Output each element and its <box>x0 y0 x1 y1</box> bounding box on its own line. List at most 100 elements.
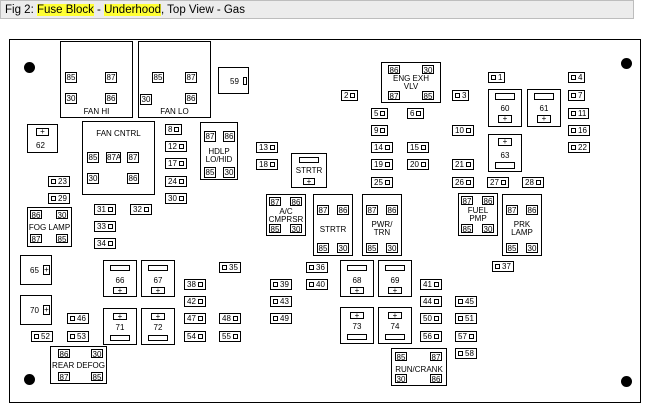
mini-fuse-34: 34 <box>94 238 116 249</box>
mini-fuse-48: 48 <box>219 313 241 324</box>
relay-label: TRN <box>373 228 391 237</box>
fuse-terminal <box>197 282 203 287</box>
fuse-terminal <box>51 179 56 184</box>
maxi-fuse-59: 59 <box>218 67 249 94</box>
fuse-number: 69 <box>390 276 400 285</box>
fuse-number: 54 <box>187 332 196 341</box>
relay-label: LAMP <box>511 228 533 237</box>
fuse-number: 14 <box>374 143 383 152</box>
fuse-slot <box>148 265 168 271</box>
mini-fuse-37: 37 <box>492 261 514 272</box>
mounting-hole-bottom-right <box>621 376 632 387</box>
fuse-number: 30 <box>168 194 177 203</box>
relay-label: FUEL <box>467 206 489 215</box>
fuse-number: 62 <box>36 141 45 150</box>
pin: 86 <box>223 131 235 142</box>
fuse-number: 48 <box>222 314 231 323</box>
fuse-terminal <box>143 207 149 212</box>
pin: 86 <box>386 205 398 215</box>
pin: 86 <box>290 197 302 207</box>
mini-fuse-52: 52 <box>31 331 53 342</box>
fuse-number: 31 <box>97 205 106 214</box>
fuse-terminal <box>491 75 496 80</box>
fuse-terminal <box>571 75 576 80</box>
relay-label: CMPRSR <box>268 215 304 224</box>
mini-fuse-44: 44 <box>420 296 442 307</box>
fuse-number: 72 <box>153 323 163 332</box>
fuse-number: 53 <box>77 332 86 341</box>
fuse-number: 57 <box>458 332 467 341</box>
pin: 87 <box>430 352 442 362</box>
fuse-terminal <box>269 145 275 150</box>
pin: 30 <box>65 93 77 104</box>
mini-fuse-7: 7 <box>568 90 586 101</box>
mini-fuse-39: 39 <box>270 279 292 290</box>
relay-fog-lamp: 86 30 FOG LAMP 87 85 <box>27 207 72 247</box>
mini-fuse-29: 29 <box>48 193 70 204</box>
pin: 30 <box>87 173 99 184</box>
maxi-fuse-69: 69 + <box>378 260 412 297</box>
fuse-number: 55 <box>222 332 231 341</box>
fuse-indicator: + <box>36 128 49 136</box>
maxi-fuse-70: 70 + <box>20 295 52 325</box>
fuse-terminal <box>232 334 238 339</box>
pin: 87 <box>185 72 197 83</box>
fuse-number: 42 <box>187 297 196 306</box>
fuse-terminal <box>174 127 180 132</box>
fuse-slot <box>495 93 515 100</box>
fuse-terminal <box>107 207 113 212</box>
fuse-number: 22 <box>578 143 587 152</box>
fuse-number: 51 <box>465 314 474 323</box>
mini-fuse-33: 33 <box>94 221 116 232</box>
fuse-terminal <box>455 93 460 98</box>
mini-fuse-5: 5 <box>371 108 389 119</box>
relay-label: PMP <box>469 214 487 223</box>
pin: 87A <box>106 152 122 163</box>
relay-pwr-trn: 87 86 PWR/ TRN 85 30 <box>362 194 402 256</box>
strtr-diode: STRTR + <box>291 153 327 188</box>
fuse-number: 1 <box>498 73 503 82</box>
pin: 30 <box>337 243 349 253</box>
fuse-number: 70 <box>30 306 39 315</box>
fuse-terminal <box>465 180 471 185</box>
mini-fuse-24: 24 <box>165 176 187 187</box>
relay-ac-cmprsr: 87 86 A/C CMPRSR 85 30 <box>266 194 306 236</box>
pin: 30 <box>526 243 538 253</box>
mini-fuse-32: 32 <box>130 204 152 215</box>
pin: 85 <box>65 72 77 83</box>
fuse-number: 3 <box>462 91 467 100</box>
relay-label: A/C <box>279 207 293 216</box>
fuse-number: 24 <box>168 177 177 186</box>
mini-fuse-28: 28 <box>522 177 544 188</box>
fuse-terminal <box>222 265 227 270</box>
relay-fuel-pmp: 87 86 FUEL PMP 85 30 <box>458 193 498 236</box>
mini-fuse-45: 45 <box>455 296 477 307</box>
figure-title: Fig 2: Fuse Block - Underhood, Top View … <box>0 0 634 19</box>
mini-fuse-51: 51 <box>455 313 477 324</box>
fuse-terminal <box>571 111 576 116</box>
pin: 85 <box>91 372 103 382</box>
title-suffix: , Top View - Gas <box>161 4 245 16</box>
fuse-number: 11 <box>578 109 587 118</box>
pin: 87 <box>388 91 400 101</box>
fuse-slot <box>385 334 405 340</box>
mini-fuse-15: 15 <box>407 142 429 153</box>
mini-fuse-58: 58 <box>455 348 477 359</box>
title-prefix: Fig 2: <box>5 4 37 16</box>
fuse-indicator: + <box>537 115 551 123</box>
fuse-number: 40 <box>316 280 325 289</box>
relay-rear-defog: 86 30 REAR DEFOG 87 85 <box>50 346 107 384</box>
pin: 87 <box>204 131 216 142</box>
fuse-terminal <box>51 196 56 201</box>
mini-fuse-40: 40 <box>306 279 328 290</box>
fuse-number: 38 <box>187 280 196 289</box>
fuse-number: 5 <box>374 109 379 118</box>
fuse-number: 67 <box>153 276 163 285</box>
fuse-indicator <box>243 77 247 85</box>
pin: 30 <box>56 210 68 220</box>
relay-label: PWR/ <box>371 220 393 229</box>
relay-label: RUN/CRANK <box>395 365 443 374</box>
relay-fan-lo: 85 87 30 86 FAN LO <box>138 41 211 118</box>
fuse-indicator: + <box>303 178 315 186</box>
mini-fuse-16: 16 <box>568 125 590 136</box>
